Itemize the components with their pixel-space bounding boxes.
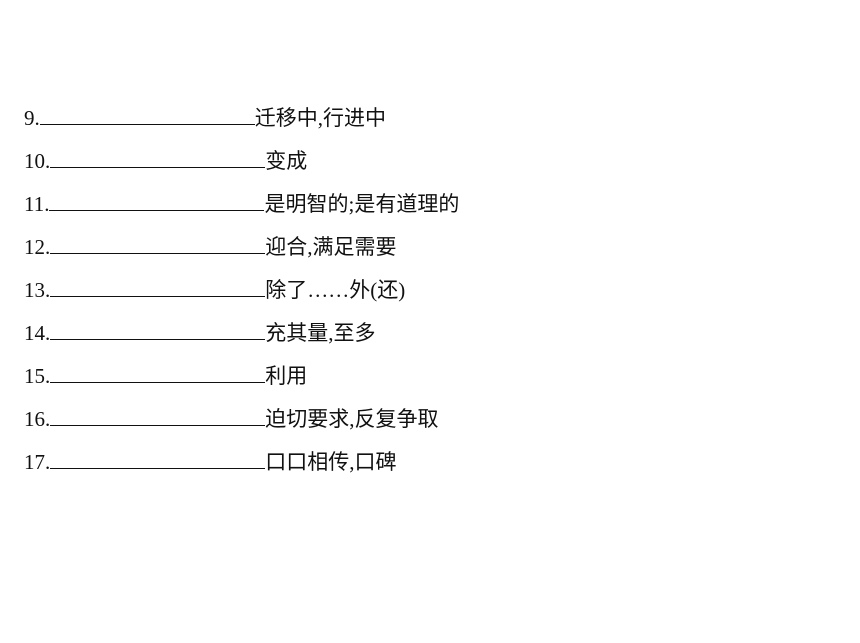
exercise-item-15: 15. 利用 [24,346,824,389]
item-number: 12. [24,235,51,259]
answer-blank[interactable] [50,276,266,297]
item-number: 11. [24,192,50,216]
item-meaning: 利用 [265,364,308,388]
item-meaning: 除了……外(还) [265,278,406,302]
vocabulary-exercise-list: 9. 迁移中,行进中 10. 变成 11. 是明智的;是有道理的 12. 迎合,… [24,88,824,475]
item-meaning: 是明智的;是有道理的 [264,192,460,216]
item-meaning: 迫切要求,反复争取 [265,407,439,431]
exercise-item-10: 10. 变成 [24,131,824,174]
answer-blank[interactable] [50,233,266,254]
answer-blank[interactable] [50,319,266,340]
item-number: 16. [24,407,51,431]
item-meaning: 充其量,至多 [265,321,376,345]
exercise-item-11: 11. 是明智的;是有道理的 [24,174,824,217]
exercise-item-14: 14. 充其量,至多 [24,303,824,346]
answer-blank[interactable] [50,405,266,426]
item-meaning: 变成 [265,149,308,173]
item-meaning: 迁移中,行进中 [254,106,386,130]
exercise-item-13: 13. 除了……外(还) [24,260,824,303]
item-number: 10. [24,149,51,173]
answer-blank[interactable] [49,190,265,211]
item-meaning: 口口相传,口碑 [265,450,397,474]
answer-blank[interactable] [50,448,266,469]
answer-blank[interactable] [50,147,266,168]
exercise-item-17: 17. 口口相传,口碑 [24,432,824,475]
item-number: 13. [24,278,51,302]
answer-blank[interactable] [39,104,255,125]
item-meaning: 迎合,满足需要 [265,235,397,259]
exercise-item-16: 16. 迫切要求,反复争取 [24,389,824,432]
item-number: 15. [24,364,51,388]
item-number: 17. [24,450,51,474]
item-number: 14. [24,321,51,345]
exercise-item-9: 9. 迁移中,行进中 [24,88,824,131]
exercise-item-12: 12. 迎合,满足需要 [24,217,824,260]
item-number: 9. [24,106,40,130]
answer-blank[interactable] [50,362,266,383]
